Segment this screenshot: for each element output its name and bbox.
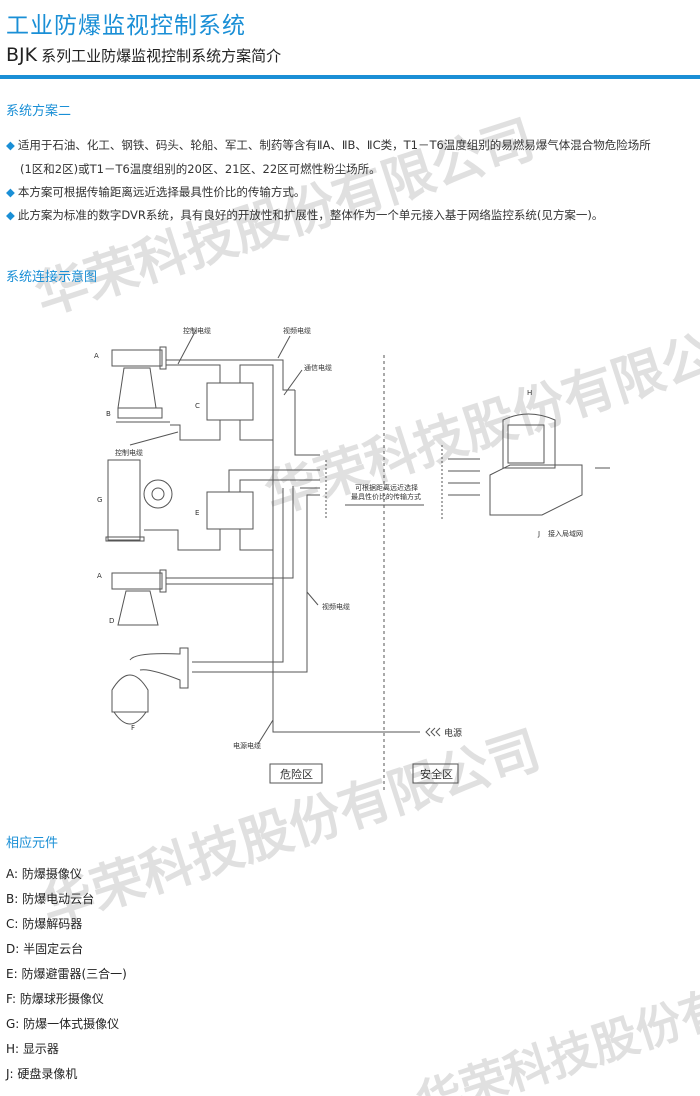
monitor-h-shape [502, 413, 556, 469]
transmission-note: 可根据距离远近选择 [355, 483, 418, 492]
label-a: A [97, 572, 102, 580]
diamond-icon: ◆ [6, 185, 15, 199]
bullet-item: ◆此方案为标准的数字DVR系统，具有良好的开放性和扩展性，整体作为一个单元接入基… [6, 207, 603, 223]
label-h: H [527, 389, 532, 397]
scheme-heading: 系统方案二 [6, 104, 72, 119]
dome-f-arm [129, 647, 189, 689]
power-cable-label: 电源电缆 [233, 741, 261, 750]
decoder-c-shape [206, 382, 254, 421]
diamond-icon: ◆ [6, 208, 15, 222]
safe-zone-label: 安全区 [420, 767, 453, 781]
part-item: G: 防爆一体式摄像仪 [6, 1017, 120, 1031]
control-cable-label: 控制电缆 [183, 326, 211, 335]
transmission-note: 最具性价比的传输方式 [351, 492, 421, 501]
camera-g-shape [107, 459, 141, 541]
video-cable-label: 视频电缆 [322, 602, 350, 611]
safe-zone-box [412, 763, 459, 784]
bullet-text: 本方案可根据传输距离远近选择最具性价比的传输方式。 [17, 185, 306, 199]
part-item: J: 硬盘录像机 [6, 1067, 78, 1081]
camera-a1-shape [111, 349, 163, 367]
bullet-item: ◆适用于石油、化工、钢铁、码头、轮船、军工、制药等含有ⅡA、ⅡB、ⅡC类，T1－… [6, 137, 651, 153]
part-item: E: 防爆避雷器(三合一) [6, 967, 127, 981]
label-a: A [94, 352, 99, 360]
lan-label: 接入局域网 [548, 529, 583, 538]
label-c: C [195, 402, 200, 410]
danger-zone-box [269, 763, 323, 784]
pantilt-b-shape [117, 367, 157, 409]
arrester-e-shape [206, 491, 254, 530]
comm-cable-label: 通信电缆 [304, 363, 332, 372]
label-e: E [195, 509, 199, 517]
danger-zone-label: 危险区 [280, 767, 313, 781]
label-g: G [97, 496, 102, 504]
part-item: B: 防爆电动云台 [6, 892, 95, 906]
bracket-d-shape [117, 590, 159, 626]
label-b: B [106, 410, 111, 418]
label-f: F [131, 724, 135, 732]
part-item: C: 防爆解码器 [6, 917, 83, 931]
control-cable-label: 控制电缆 [115, 448, 143, 457]
bullet-item: ◆本方案可根据传输距离远近选择最具性价比的传输方式。 [6, 184, 305, 200]
subtitle-text: 系列工业防爆监视控制系统方案简介 [41, 47, 282, 65]
bullet-text: 适用于石油、化工、钢铁、码头、轮船、军工、制药等含有ⅡA、ⅡB、ⅡC类，T1－T… [17, 138, 651, 152]
label-d: D [109, 617, 114, 625]
diamond-icon: ◆ [6, 138, 15, 152]
power-label: 电源 [444, 727, 462, 739]
part-item: A: 防爆摄像仪 [6, 867, 82, 881]
video-cable-label: 视频电缆 [283, 326, 311, 335]
part-item: F: 防爆球形摄像仪 [6, 992, 104, 1006]
label-j: J [537, 530, 540, 538]
bullet-continuation: (1区和2区)或T1－T6温度组别的20区、21区、22区可燃性粉尘场所。 [20, 162, 381, 176]
subtitle-prefix: BJK [6, 44, 38, 66]
page-title: 工业防爆监视控制系统 [6, 13, 246, 39]
parts-heading: 相应元件 [6, 836, 59, 851]
dome-camera-f-shape [111, 674, 149, 713]
diagram-heading: 系统连接示意图 [6, 270, 98, 285]
part-item: H: 显示器 [6, 1042, 59, 1056]
bullet-text: 此方案为标准的数字DVR系统，具有良好的开放性和扩展性，整体作为一个单元接入基于… [17, 208, 604, 222]
dvr-j-shape [489, 464, 583, 516]
part-item: D: 半固定云台 [6, 942, 84, 956]
header-divider [0, 75, 700, 79]
